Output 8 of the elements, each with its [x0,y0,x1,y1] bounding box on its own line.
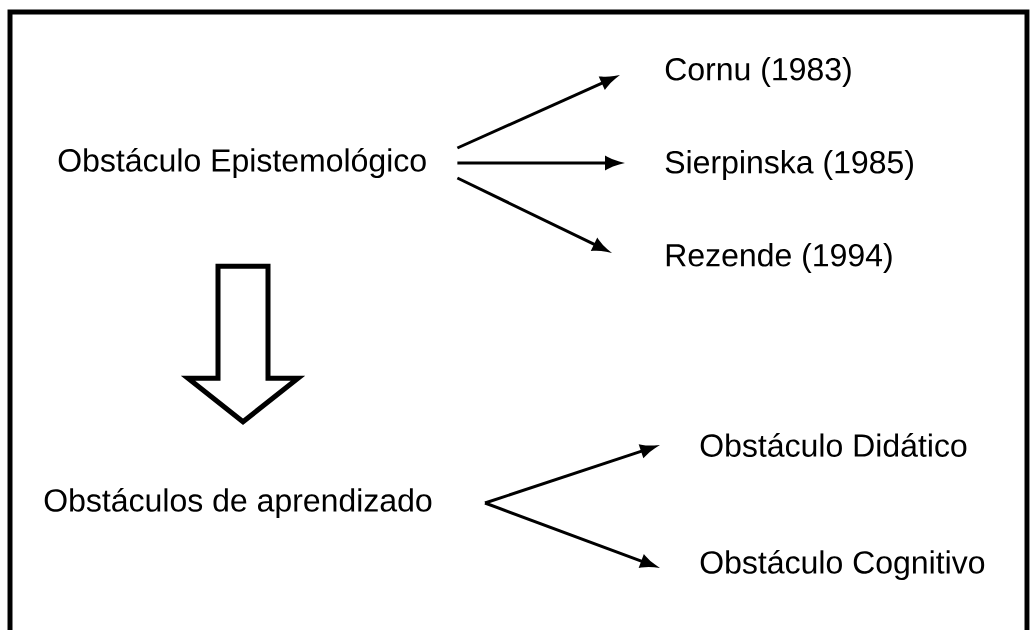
text-label: Obstáculo Didático [700,433,967,457]
text-label: Sierpinska (1985) [665,150,913,180]
block-arrow [180,263,306,425]
text-label: Obstáculo Epistemológico [58,147,426,179]
text-label: Obstáculo Cognitivo [700,549,985,581]
text-label: Obstáculos de aprendizado [44,487,432,519]
text-label: Cornu (1983) [665,57,851,87]
text-label: Rezende (1994) [666,243,892,273]
